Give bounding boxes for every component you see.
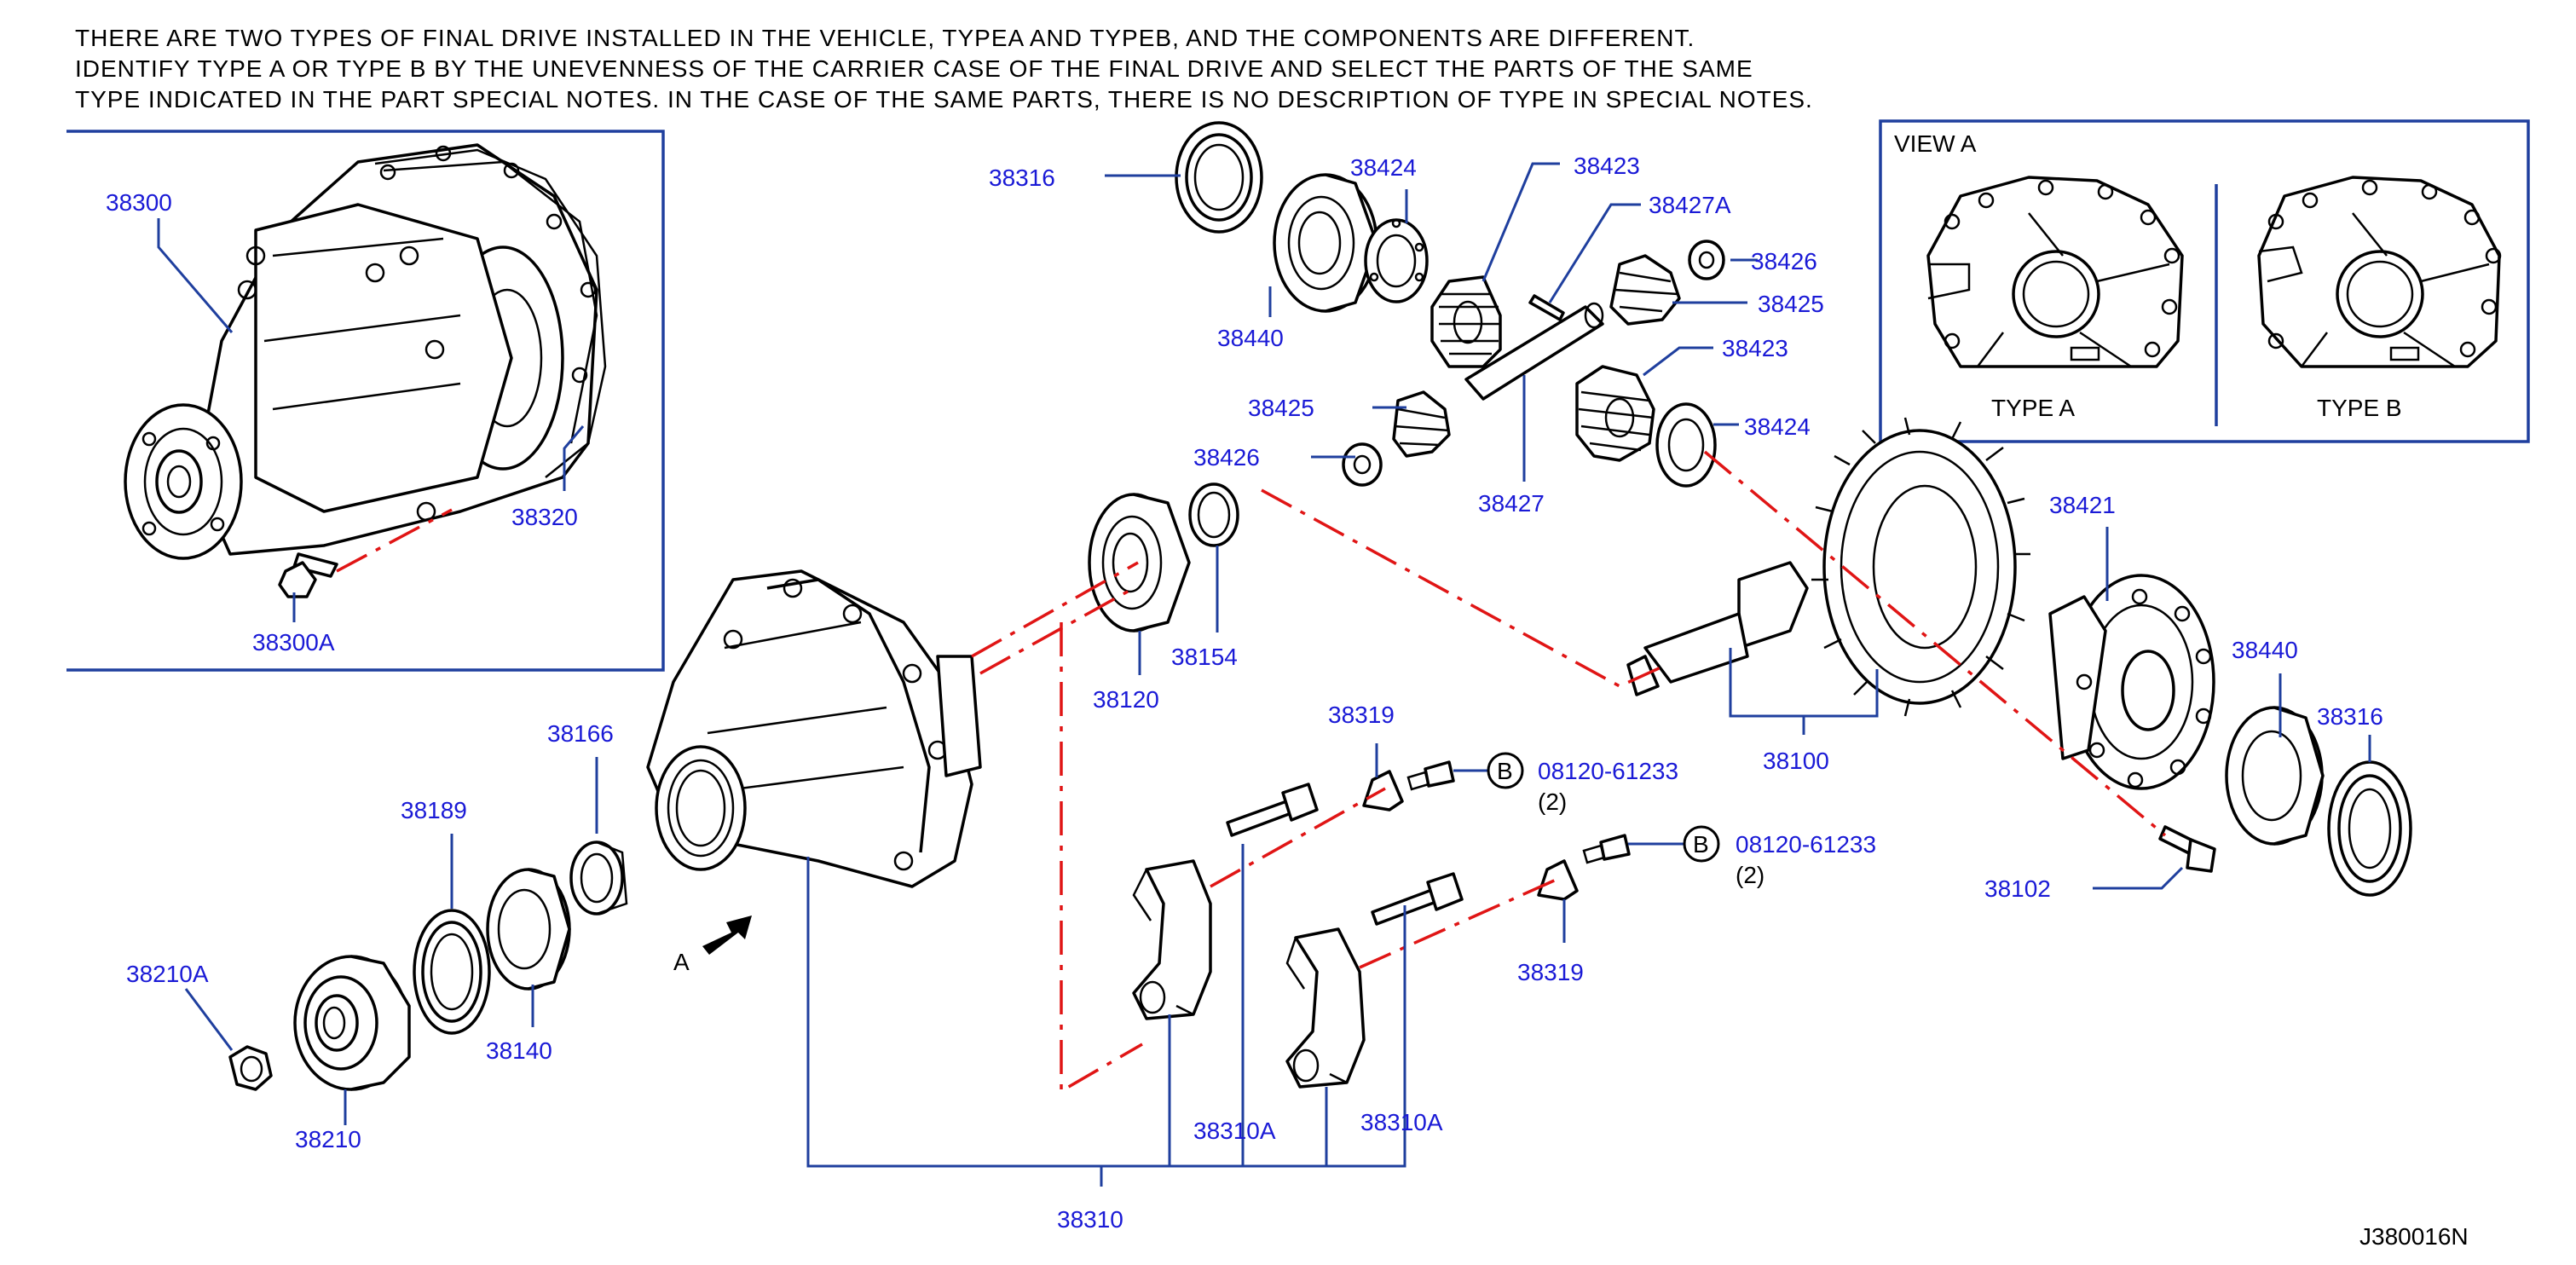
pinion-mate-shaft [1464, 302, 1604, 401]
plate-bolt-top [1406, 760, 1455, 791]
bolt-qty-bot: (2) [1736, 862, 1765, 888]
thrust-washer-left [1342, 442, 1383, 487]
assembly-bolt-axis [336, 508, 453, 573]
label-38320: 38320 [511, 504, 578, 530]
cap-bolt-right [1371, 872, 1464, 926]
diagram-code: J380016N [2359, 1223, 2469, 1250]
type-b-carrier-view [2257, 176, 2502, 368]
label-38189: 38189 [401, 797, 467, 823]
svg-text:B: B [1497, 758, 1513, 784]
label-38426-mid: 38426 [1193, 444, 1260, 471]
retainer-plate-bot [1537, 859, 1579, 901]
lock-pin [1528, 294, 1565, 321]
ring-gear-bolt [2158, 825, 2216, 873]
label-38102: 38102 [1984, 875, 2051, 902]
bearing-cap-right [1285, 927, 1366, 1089]
label-38316-top: 38316 [989, 165, 1055, 191]
view-a-frame [1879, 119, 2530, 443]
carrier-case [646, 569, 982, 888]
pinion-mate-gear-left [1392, 390, 1451, 458]
label-38210: 38210 [295, 1126, 361, 1152]
label-38423-top: 38423 [1574, 153, 1640, 179]
label-38427: 38427 [1478, 490, 1545, 517]
side-bearing-top [1273, 173, 1378, 313]
ring-gear-pinion-set [1626, 417, 2030, 717]
assembly-axes [971, 450, 2167, 1095]
label-bolt-bot: 08120-61233 [1736, 831, 1876, 858]
leader-lines [184, 162, 2371, 1187]
side-gear-top [1430, 275, 1502, 368]
cap-bolt-left [1226, 783, 1319, 837]
side-bearing-right [2225, 706, 2325, 846]
type-a-carrier-view [1926, 176, 2184, 368]
label-38423-mid: 38423 [1722, 335, 1788, 361]
side-oil-seal-right [2327, 760, 2412, 897]
label-bolt-top: 08120-61233 [1538, 758, 1678, 784]
side-oil-seal-top [1175, 121, 1263, 234]
thrust-washer-mid [1655, 402, 1717, 488]
label-38319-top: 38319 [1328, 702, 1395, 728]
label-38310: 38310 [1057, 1206, 1123, 1233]
type-b-label: TYPE B [2317, 395, 2402, 421]
view-a-arrow-label: A [673, 949, 690, 975]
pinion-front-bearing [486, 868, 571, 991]
plate-bolt-bot [1582, 834, 1631, 864]
label-38440-top: 38440 [1217, 325, 1284, 351]
thrust-washer-top [1364, 218, 1429, 303]
differential-case [2048, 574, 2215, 790]
view-a-arrow [702, 916, 752, 955]
note-line-2: IDENTIFY TYPE A OR TYPE B BY THE UNEVENN… [75, 55, 1753, 82]
pinion-mate-gear-right [1609, 254, 1681, 326]
label-38140: 38140 [486, 1037, 552, 1064]
label-38424-top: 38424 [1350, 154, 1417, 181]
label-38210A: 38210A [126, 961, 209, 987]
label-38425-right: 38425 [1758, 291, 1824, 317]
label-38421: 38421 [2049, 492, 2116, 518]
label-38300A: 38300A [252, 629, 335, 656]
carrier-gasket [374, 148, 607, 478]
collapsible-spacer [569, 840, 628, 916]
thrust-washer-right [1688, 240, 1725, 280]
bearing-cap-left [1132, 859, 1212, 1020]
label-38440-right: 38440 [2232, 637, 2298, 663]
note-line-1: THERE ARE TWO TYPES OF FINAL DRIVE INSTA… [75, 25, 1695, 51]
side-bearing-left [1088, 493, 1191, 632]
label-38426-top: 38426 [1751, 248, 1817, 274]
front-oil-seal [413, 909, 491, 1035]
label-38316-right: 38316 [2317, 703, 2383, 730]
label-38319-bot: 38319 [1517, 959, 1584, 985]
adjust-shim [1188, 482, 1239, 547]
flange-nut [228, 1045, 273, 1091]
side-gear-mid [1575, 365, 1655, 462]
bolt-badge-bot: B [1683, 825, 1720, 863]
label-38166: 38166 [547, 720, 614, 747]
bolt-badge-top: B [1487, 752, 1524, 789]
companion-flange [293, 955, 411, 1091]
view-a-title: VIEW A [1894, 130, 1977, 157]
label-38120: 38120 [1093, 686, 1159, 713]
bolt-qty-top: (2) [1538, 788, 1567, 815]
label-38427A: 38427A [1649, 192, 1731, 218]
type-a-label: TYPE A [1991, 395, 2075, 421]
label-38425-left: 38425 [1248, 395, 1314, 421]
label-38310A-left: 38310A [1193, 1118, 1276, 1144]
final-drive-assembly [124, 143, 598, 598]
svg-text:B: B [1693, 831, 1709, 858]
assembly-inset-frame [66, 130, 665, 672]
label-38310A-right: 38310A [1360, 1109, 1443, 1135]
note-line-3: TYPE INDICATED IN THE PART SPECIAL NOTES… [75, 86, 1813, 113]
label-38100: 38100 [1763, 748, 1829, 774]
leader-38300 [157, 218, 234, 333]
label-38300: 38300 [106, 189, 172, 216]
label-38154: 38154 [1171, 644, 1238, 670]
leader-38320 [563, 425, 585, 491]
label-38424-mid: 38424 [1744, 413, 1811, 440]
